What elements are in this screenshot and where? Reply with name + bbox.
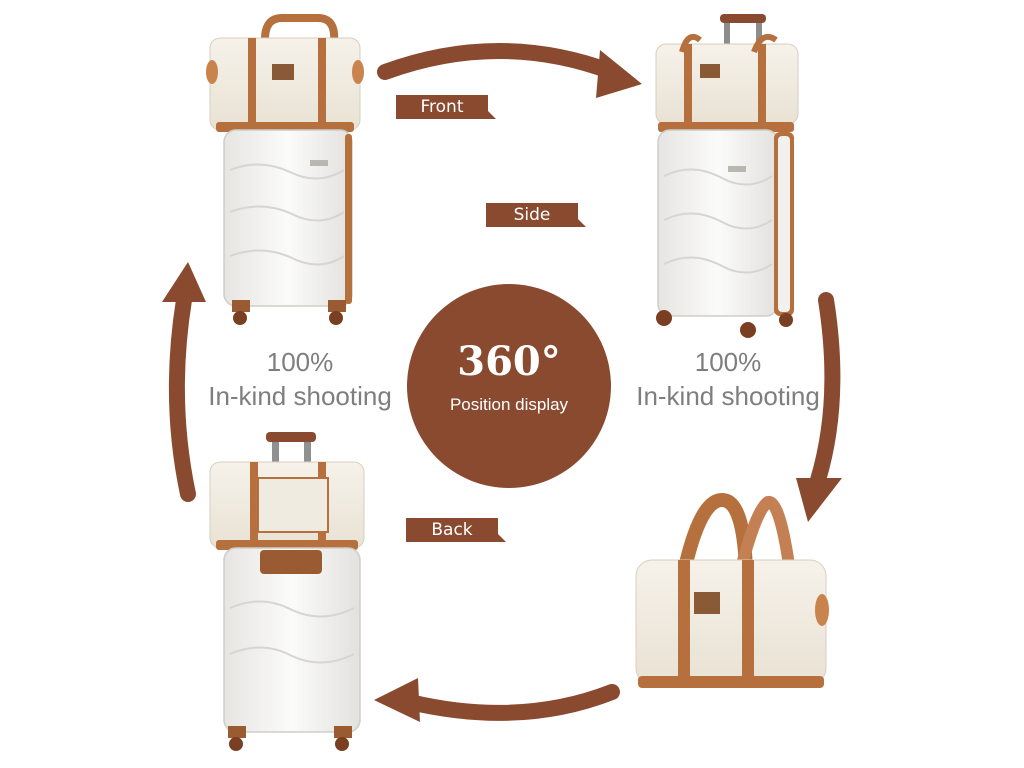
arrow-bottom xyxy=(374,678,620,722)
arrow-top xyxy=(377,43,642,98)
label-front: Front xyxy=(396,95,496,119)
caption-right-text: In-kind shooting xyxy=(636,381,820,411)
caption-right-percent: 100% xyxy=(694,347,762,377)
arrow-left xyxy=(162,262,206,502)
degree-label: 360° xyxy=(457,338,561,385)
position-display-label: Position display xyxy=(449,395,569,414)
caption-left: 100% In-kind shooting xyxy=(180,345,420,413)
luggage-back-view xyxy=(209,432,365,751)
center-badge: 360° Position display xyxy=(407,284,611,488)
label-back: Back xyxy=(406,518,506,542)
arrow-right xyxy=(796,292,842,522)
luggage-side-view xyxy=(655,14,799,338)
caption-left-percent: 100% xyxy=(266,347,334,377)
label-side: Side xyxy=(486,203,586,227)
caption-left-text: In-kind shooting xyxy=(208,381,392,411)
luggage-front-view xyxy=(206,14,364,325)
duffle-bag-view xyxy=(635,492,829,688)
caption-right: 100% In-kind shooting xyxy=(608,345,848,413)
